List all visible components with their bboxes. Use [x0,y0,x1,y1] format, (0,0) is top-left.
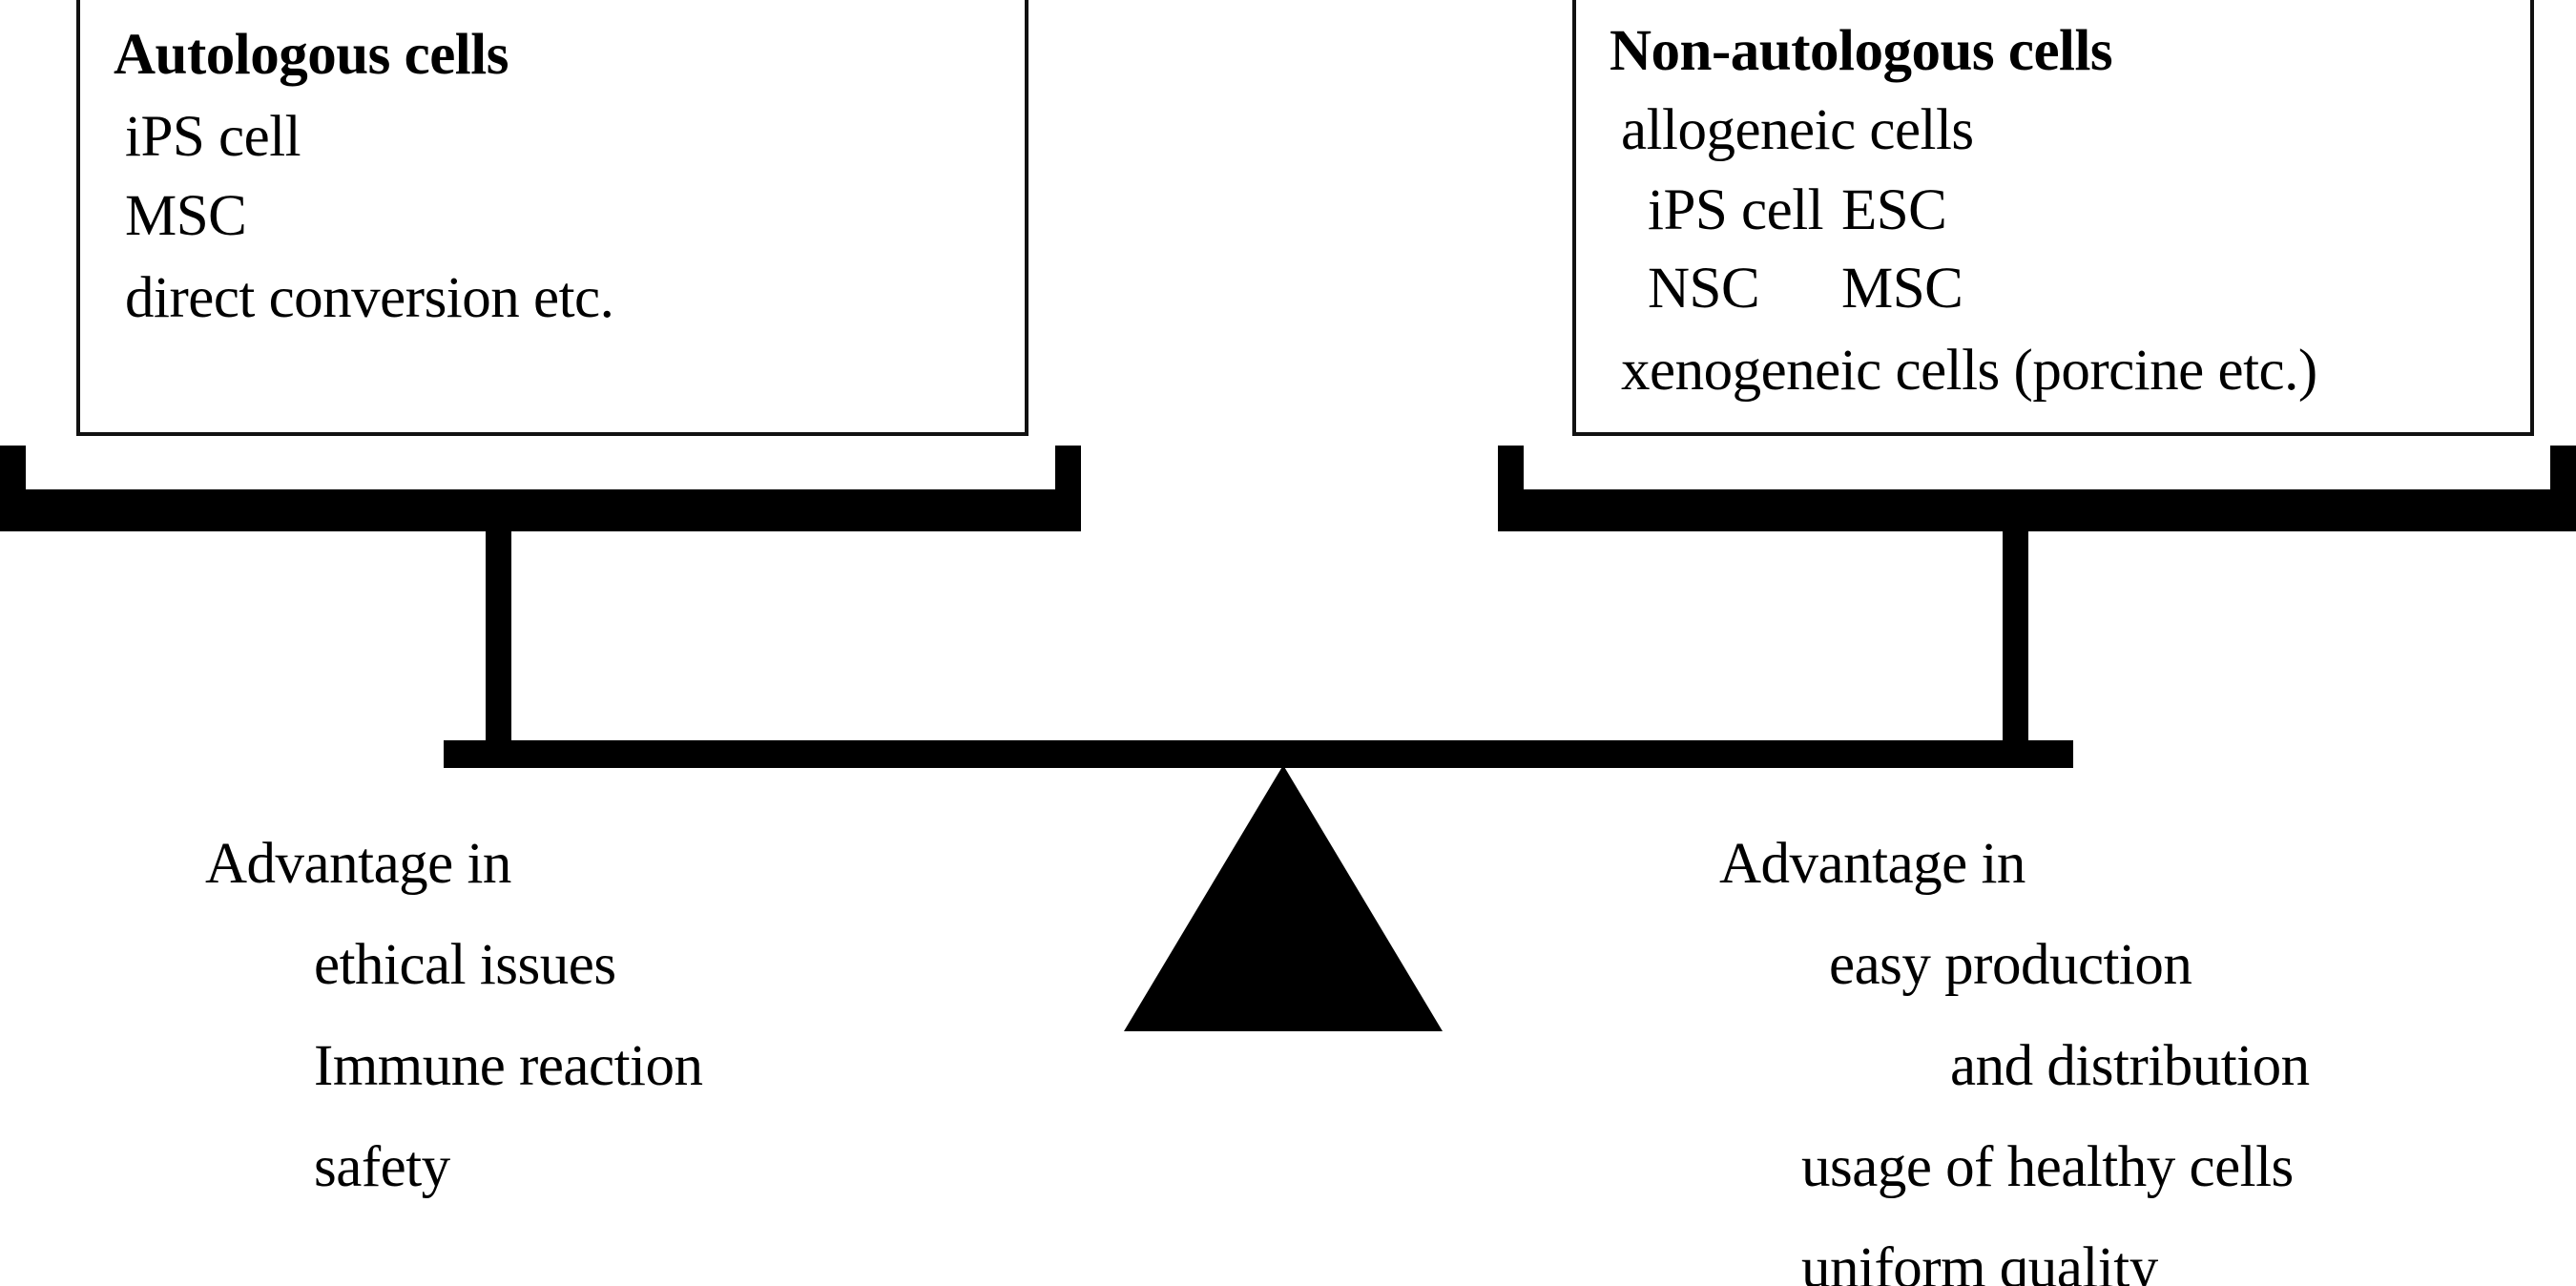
autologous-item-msc: MSC [125,184,247,248]
right-advantage-usage-of-healthy-cells: usage of healthy cells [1801,1135,2294,1199]
autologous-cells-box: Autologous cells iPS cell MSC direct con… [76,0,1028,436]
triangle-fulcrum-icon [1124,765,1443,1031]
right-bracket-inner-stub [1498,446,1524,493]
non-autologous-item-msc: MSC [1841,257,1963,321]
right-advantages-heading: Advantage in [1719,832,2025,896]
right-advantage-easy-production: easy production [1829,933,2192,997]
right-bracket-outer-stub [2550,446,2576,493]
non-autologous-item-esc: ESC [1841,178,1947,242]
non-autologous-item-nsc: NSC [1648,257,1760,321]
autologous-item-direct-conversion: direct conversion etc. [125,266,614,330]
left-advantages-block: Advantage in ethical issues Immune react… [205,832,703,1196]
non-autologous-box-content: Non-autologous cells allogeneic cells iP… [1576,0,2530,432]
autologous-box-content: Autologous cells iPS cell MSC direct con… [80,0,1025,432]
non-autologous-item-ips-cell: iPS cell [1648,178,1824,242]
non-autologous-item-allogeneic-cells: allogeneic cells [1621,98,1974,162]
non-autologous-item-xenogeneic-cells: xenogeneic cells (porcine etc.) [1621,339,2317,403]
right-advantage-and-distribution: and distribution [1950,1034,2310,1098]
left-advantage-immune-reaction: Immune reaction [314,1034,703,1098]
left-advantage-safety: safety [314,1135,450,1199]
left-advantages-heading: Advantage in [205,832,511,896]
non-autologous-cells-box: Non-autologous cells allogeneic cells iP… [1572,0,2534,436]
right-advantage-uniform-quality: uniform quality [1801,1236,2158,1286]
right-advantages-block: Advantage in easy production and distrib… [1719,832,2310,1286]
right-hanger-rod [2003,489,2028,768]
autologous-item-ips-cell: iPS cell [125,105,301,169]
balance-beam [444,740,2073,768]
left-bracket-outer-stub [0,446,26,493]
left-advantage-ethical-issues: ethical issues [314,933,616,997]
non-autologous-box-title: Non-autologous cells [1610,19,2113,83]
right-bracket-bar [1498,489,2576,531]
left-bracket-bar [0,489,1081,531]
left-hanger-rod [486,489,511,768]
left-bracket-inner-stub [1055,446,1081,493]
autologous-box-title: Autologous cells [114,23,509,87]
